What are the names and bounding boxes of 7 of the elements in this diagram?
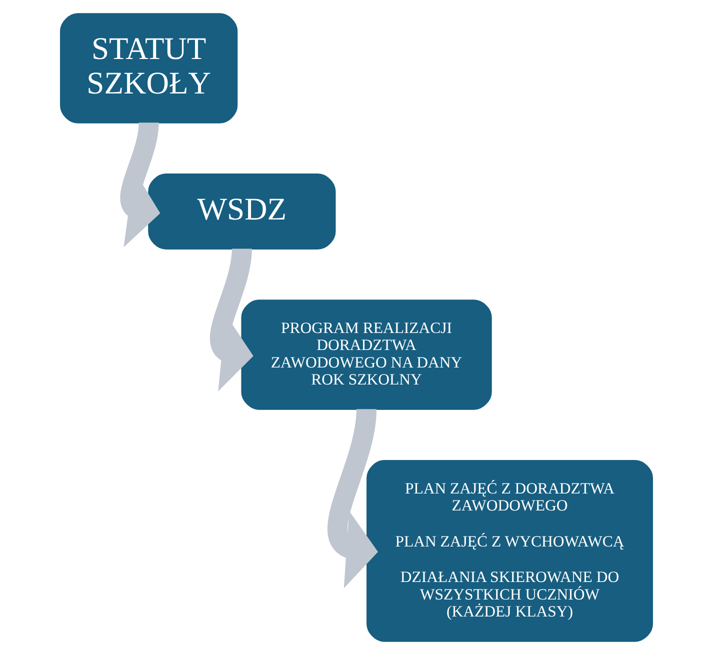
node-box: PLAN ZAJĘĆ Z DORADZTWA ZAWODOWEGO PLAN ZAJĘĆ Z WYCHOWAWCĄ DZIAŁANIA SKIEROWANE DO WSZYSTKICH UCZNIÓW (KAŻDEJ KLASY) bbox=[366, 460, 652, 642]
arrow bbox=[209, 248, 253, 392]
node-box: PROGRAM REALIZACJI DORADZTWA ZAWODOWEGO NA DANY ROK SZKOLNY bbox=[240, 300, 492, 410]
node-box: STATUT SZKOŁY bbox=[60, 13, 238, 124]
arrow bbox=[327, 408, 378, 588]
node-box: WSDZ bbox=[148, 174, 336, 250]
arrow bbox=[120, 122, 160, 248]
